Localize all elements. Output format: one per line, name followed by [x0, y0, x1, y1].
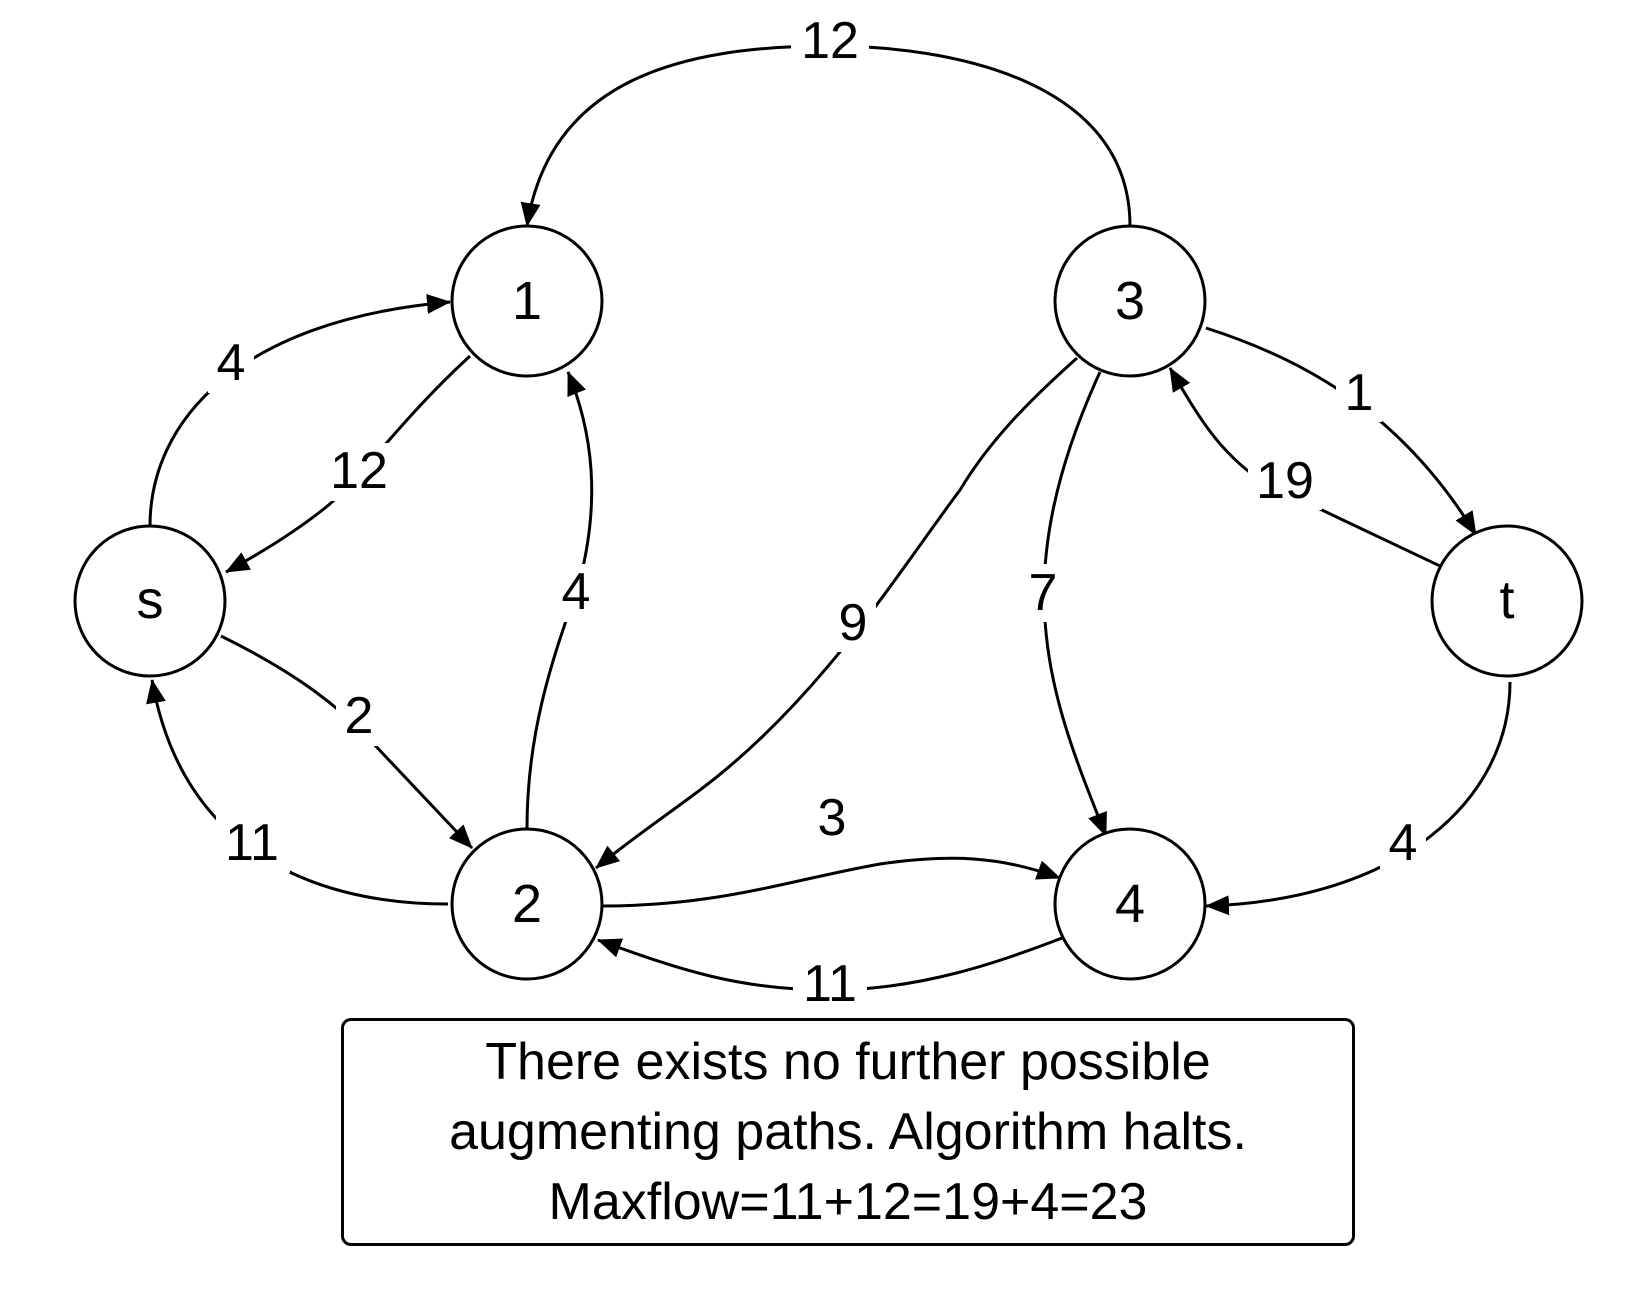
edge-1-s: [225, 354, 472, 574]
edge-label-3-2: 9: [839, 594, 868, 652]
edge-2-s: [146, 679, 449, 906]
nodes: s 1 2 3 4 t: [73, 224, 1584, 981]
result-note: There exists no further possible augment…: [341, 1018, 1355, 1246]
edge-3-1: [520, 44, 1132, 227]
edge-2-4: [601, 856, 1061, 908]
node-3: 3: [1053, 224, 1207, 378]
edge-label-2-4: 3: [818, 789, 847, 847]
edge-label-3-1: 12: [801, 12, 859, 70]
edge-label-1-s: 12: [330, 442, 388, 500]
edge-label-3-4: 7: [1029, 564, 1058, 622]
node-1: 1: [450, 224, 604, 378]
edge-3-t: [1205, 326, 1478, 536]
edge-label-t-3: 19: [1256, 452, 1314, 510]
edge-label-2-1: 4: [562, 563, 591, 621]
node-label-t: t: [1499, 570, 1514, 630]
node-label-2: 2: [512, 874, 542, 934]
edge-label-s-1: 4: [217, 334, 246, 392]
node-label-4: 4: [1115, 874, 1145, 934]
node-label-1: 1: [512, 271, 542, 331]
node-label-s: s: [137, 570, 164, 630]
note-line-1: There exists no further possible: [485, 1033, 1211, 1091]
note-line-2: augmenting paths. Algorithm halts.: [449, 1103, 1247, 1161]
edge-label-2-s: 11: [225, 814, 279, 872]
node-4: 4: [1053, 827, 1207, 981]
node-2: 2: [450, 827, 604, 981]
edge-labels: 4 12 2 11 4 12 9 7 1 19 4 3 11: [208, 10, 1426, 1014]
edge-label-3-t: 1: [1345, 364, 1374, 422]
edge-s-1: [148, 294, 451, 527]
node-label-3: 3: [1115, 271, 1145, 331]
edge-label-4-2: 11: [803, 955, 857, 1013]
edges: [146, 44, 1512, 992]
edge-label-t-4: 4: [1389, 814, 1418, 872]
node-s: s: [73, 524, 227, 678]
node-t: t: [1430, 524, 1584, 678]
note-line-3: Maxflow=11+12=19+4=23: [548, 1173, 1148, 1231]
edge-t-4: [1205, 681, 1512, 916]
edge-label-s-2: 2: [345, 687, 374, 745]
